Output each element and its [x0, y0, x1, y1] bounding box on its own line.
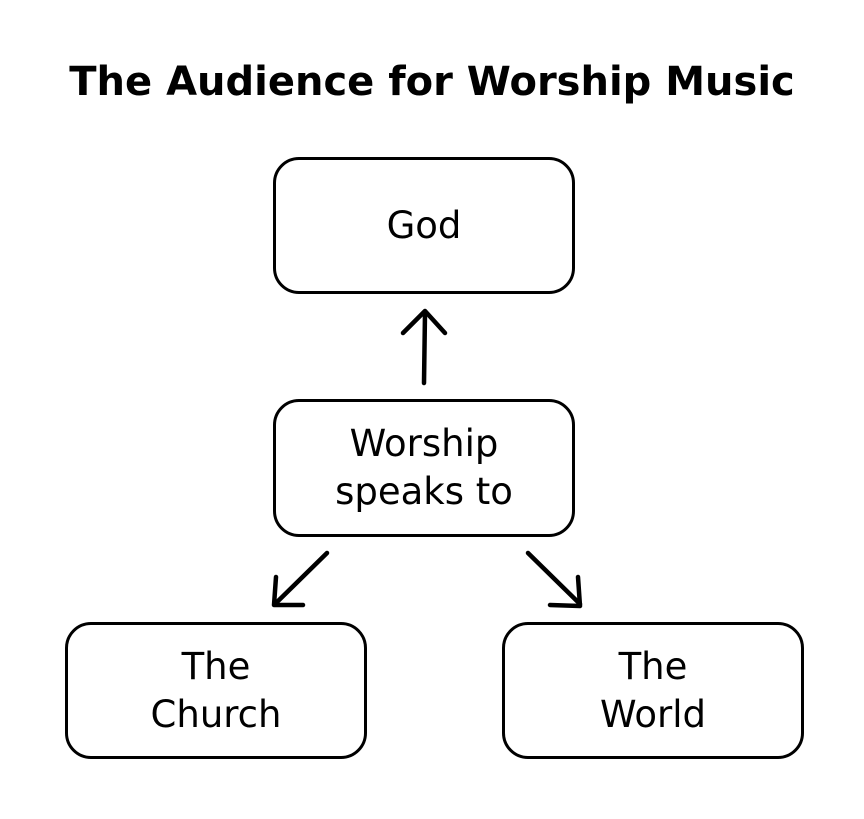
node-the-world: The World [502, 622, 804, 759]
node-worship-speaks-to: Worship speaks to [273, 399, 575, 537]
node-god-label: God [386, 203, 462, 247]
node-god: God [273, 157, 575, 294]
arrow-head-to-world [547, 574, 583, 609]
arrow-worship-to-church [271, 550, 330, 608]
arrow-worship-to-world [525, 550, 583, 609]
node-the-church: The Church [65, 622, 367, 759]
node-world-label: The World [599, 644, 707, 736]
arrow-shaft-to-church [272, 550, 330, 607]
arrow-worship-to-god [400, 308, 448, 386]
arrow-shaft-to-god [421, 310, 428, 386]
node-church-label: The Church [150, 644, 282, 736]
node-worship-label: Worship speaks to [335, 422, 513, 513]
diagram-title: The Audience for Worship Music [69, 59, 795, 105]
arrow-head-to-church [271, 574, 306, 608]
arrow-head-to-god [400, 308, 448, 336]
arrow-shaft-to-world [525, 550, 583, 607]
